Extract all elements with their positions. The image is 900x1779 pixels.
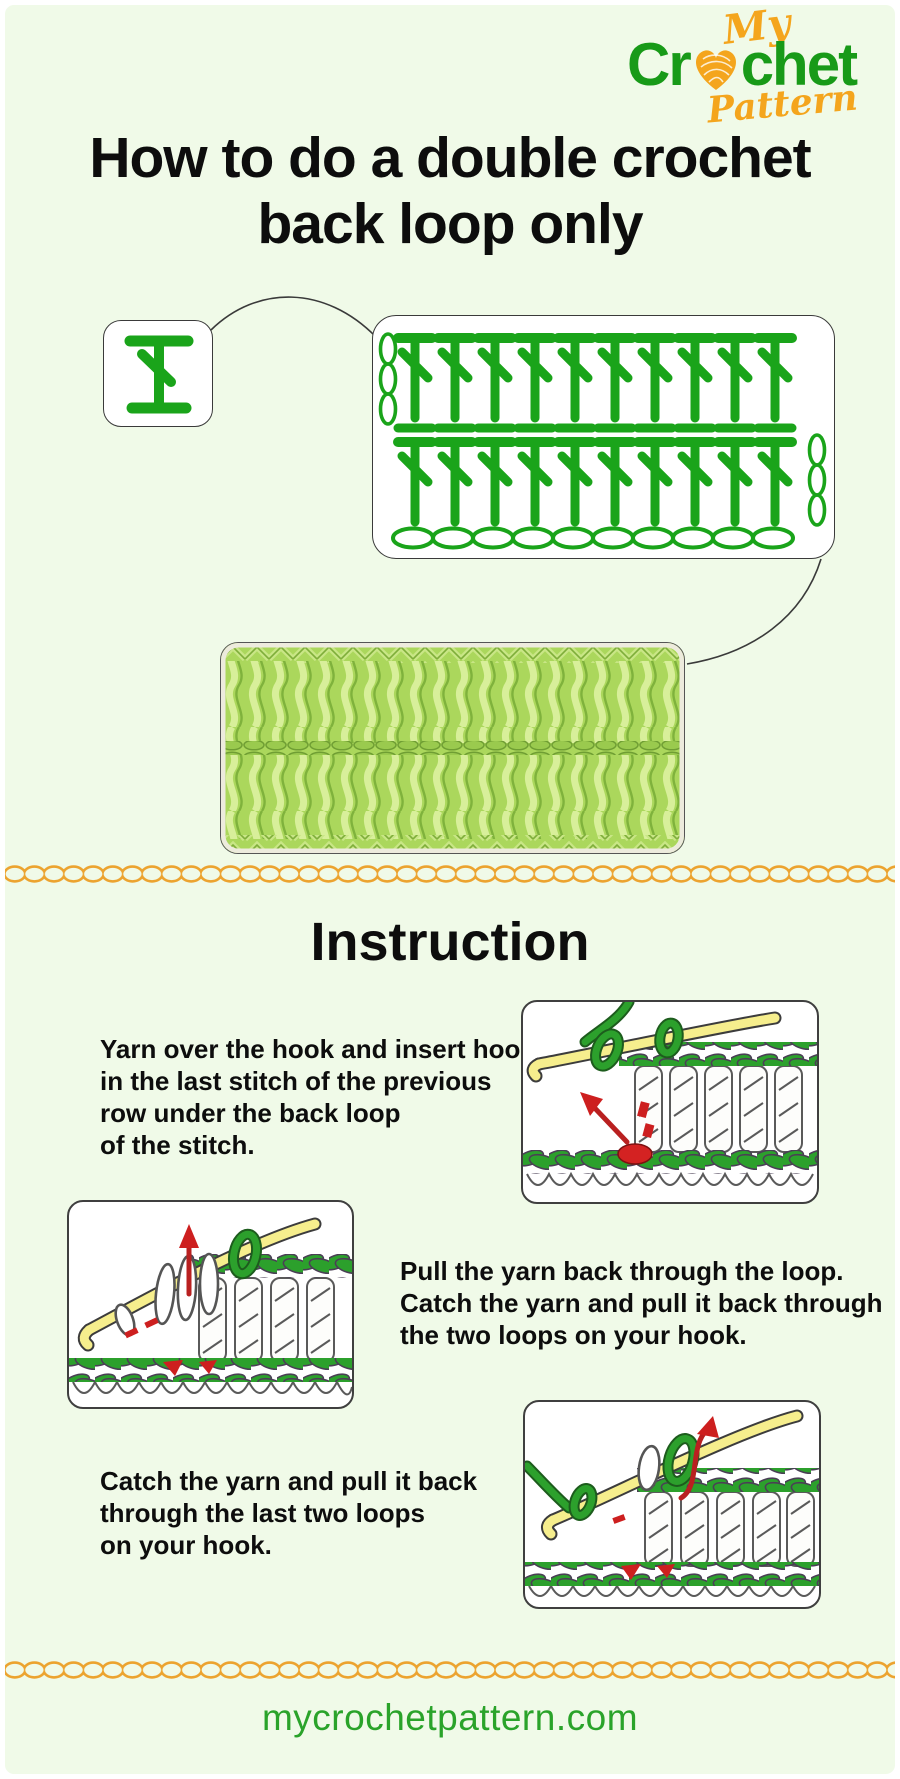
step1-illustration (521, 1000, 819, 1204)
crochet-chart (378, 332, 827, 550)
step2-illustration (67, 1200, 354, 1409)
double-crochet-back-loop-symbol-icon (124, 335, 194, 414)
instruction-heading: Instruction (310, 912, 590, 972)
crochet-swatch-photo (220, 642, 685, 854)
footer-website: mycrochetpattern.com (261, 1697, 639, 1738)
step2-text: Pull the yarn back through the loop. Cat… (400, 1256, 883, 1350)
page-title: How to do a double crochet back loop onl… (5, 125, 895, 257)
chain-divider-bottom (5, 1657, 895, 1683)
step3-illustration (523, 1400, 821, 1609)
crochet-chart-box (372, 315, 835, 559)
brand-crochet-text: Cr chet (627, 31, 858, 98)
brand-crochet-part1: Cr (627, 31, 692, 98)
step3-text: Catch the yarn and pull it back through … (100, 1466, 478, 1560)
brand-crochet-part2: chet (740, 31, 858, 98)
page-title-line1: How to do a double crochet (89, 126, 811, 190)
stitch-symbol-legend-box (103, 320, 213, 427)
yarn-heart-icon (695, 50, 736, 90)
page-title-line2: back loop only (257, 192, 643, 256)
step1-text: Yarn over the hook and insert hook in th… (100, 1034, 535, 1160)
chain-divider-top (5, 861, 895, 887)
brand-logo: My Cr chet Pattern (627, 5, 895, 131)
